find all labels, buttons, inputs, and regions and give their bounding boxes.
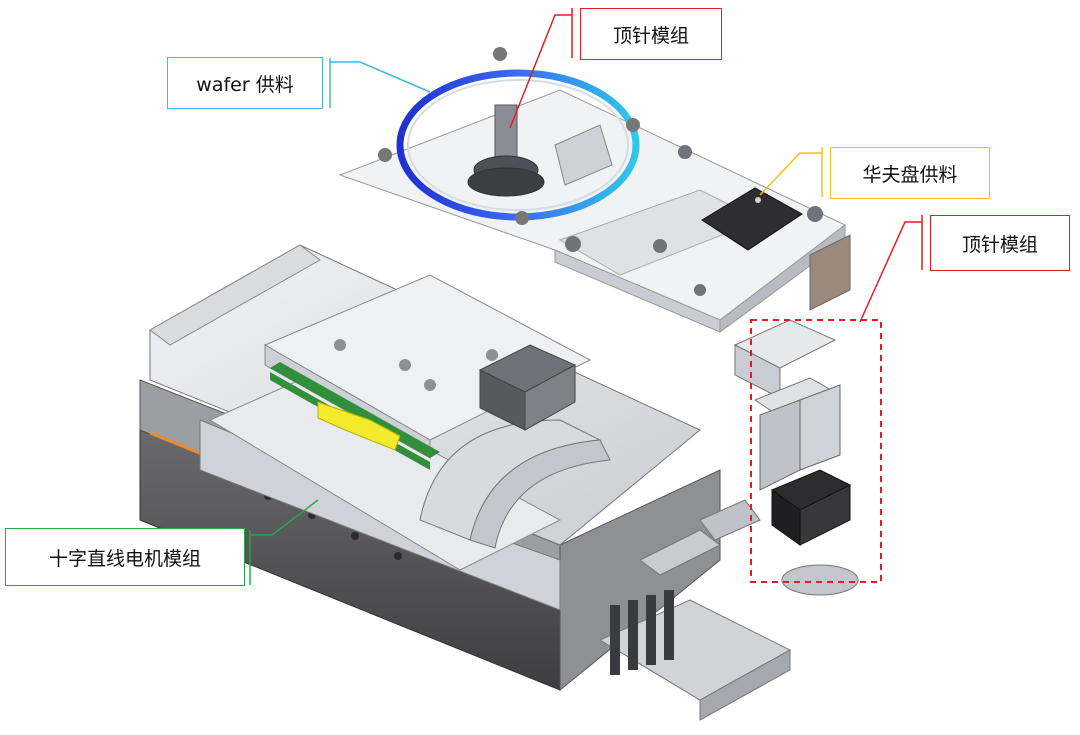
leader-waffle (759, 152, 822, 196)
leader-ejector-top (509, 14, 572, 129)
pcb-board (270, 362, 440, 458)
ejector-module-top (467, 104, 613, 197)
leader-wafer (330, 61, 431, 93)
label-waffle-tray-feed: 华夫盘供料 (830, 147, 990, 199)
top-platform (338, 89, 846, 333)
ejector-module-right (733, 234, 859, 596)
connector-blocks (598, 499, 792, 721)
leader-ejector-right (859, 221, 922, 323)
wafer-ring (378, 47, 640, 225)
yellow-component (317, 401, 401, 451)
label-ejector-module-right: 顶针模组 (930, 215, 1070, 271)
label-wafer-feed: wafer 供料 (167, 57, 323, 109)
leader-xy-motor (250, 499, 319, 536)
waffle-tray (701, 187, 803, 251)
label-ejector-module-top: 顶针模组 (580, 8, 722, 60)
label-xy-linear-motor-module: 十字直线电机模组 (5, 528, 245, 586)
upper-carriage (263, 274, 592, 470)
ejector-highlight-box (750, 319, 882, 583)
leader-lines (249, 8, 923, 585)
